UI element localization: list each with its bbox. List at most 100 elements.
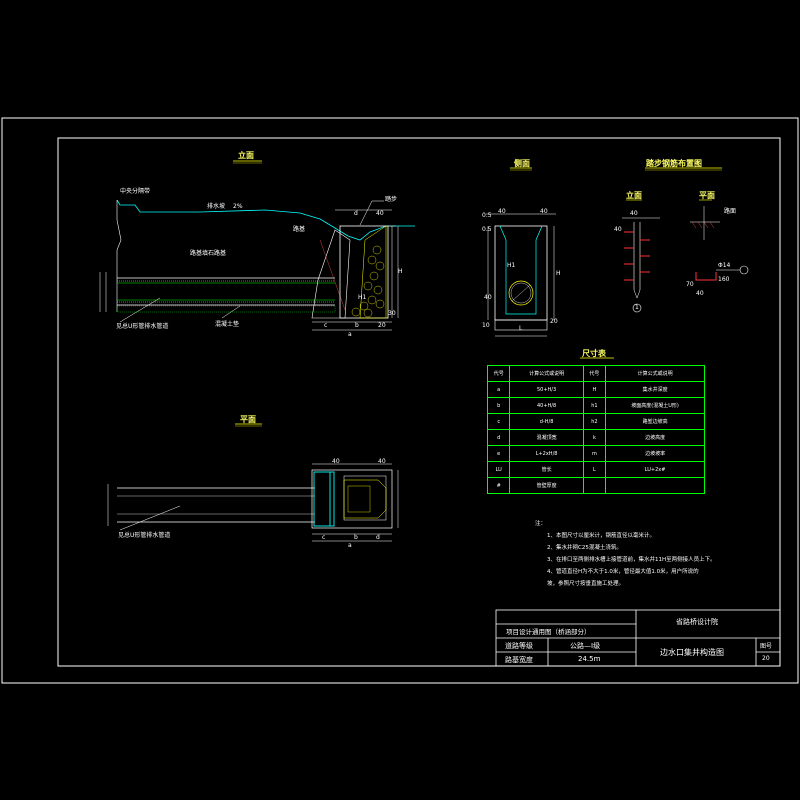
table-cell <box>582 477 607 494</box>
label-side-05b: 0.5 <box>482 226 492 233</box>
table-cell: H <box>582 381 607 398</box>
table-cell: 40+H/8 <box>509 397 584 414</box>
label-side-20: 20 <box>550 318 558 325</box>
step-rebar-detail <box>622 167 749 313</box>
table-header-cell: 计算公式或说明 <box>509 365 584 382</box>
label-plan-c: c <box>322 534 326 541</box>
table-cell: m <box>582 445 607 462</box>
label-side-05a: 0.5 <box>482 212 492 219</box>
table-row: # 管壁厚度 <box>486 477 705 494</box>
title-block-road-class-label: 道路等级 <box>505 642 533 650</box>
label-step: 踏步 <box>385 196 398 203</box>
table-cell: 边坡坡率 <box>605 445 705 462</box>
label-plan-b: b <box>354 534 358 541</box>
table-row: a 50+H/3 H 集水井深度 <box>486 381 705 398</box>
table-cell: L <box>582 461 607 478</box>
label-side-h: H <box>556 270 561 277</box>
title-block-road-class: 公路—Ⅰ级 <box>570 642 601 650</box>
table-cell: 混凝顶宽 <box>509 429 584 446</box>
table-cell: # <box>486 477 511 494</box>
inner-frame <box>57 137 781 667</box>
label-b-front: b <box>355 322 359 329</box>
table-cell: h2 <box>582 413 607 430</box>
label-d-front: d <box>354 210 358 217</box>
table-cell: 路堑边坡高 <box>605 413 705 430</box>
note-item: 4、管道直径H为不大于1.0米，管径最大值1.0米，用户所说的 <box>547 569 699 575</box>
label-center-line: 中央分隔带 <box>120 188 151 195</box>
table-header-cell: 计算公式或说明 <box>605 365 705 382</box>
label-steps-40c: 40 <box>696 290 704 297</box>
label-side-40c: 40 <box>484 294 492 301</box>
label-a-front: a <box>348 331 352 338</box>
notes-title: 注： <box>535 521 547 527</box>
label-h1-front: H1 <box>358 294 367 301</box>
table-row: e L+2xH/8 m 边坡坡率 <box>486 445 705 462</box>
label-plan-pipe: 见总U形管排水管道 <box>118 532 171 539</box>
table-header-cell: 代号 <box>486 365 511 382</box>
label-c-front: c <box>324 322 328 329</box>
table-cell: b <box>486 397 511 414</box>
table-row: c d-H/8 h2 路堑边坡高 <box>486 413 705 430</box>
label-bed: 混凝土垫 <box>215 321 240 328</box>
plan-view-title: 平面 <box>240 415 256 424</box>
table-cell: 集水井深度 <box>605 381 705 398</box>
table-cell: k <box>582 429 607 446</box>
note-item: 3、在排口至两侧排水槽上接管道前，集水井11H至两侧接人员上下。 <box>547 557 716 563</box>
label-h-front: H <box>398 268 403 275</box>
note-item: 1、本图尺寸以厘米计，钢筋直径以毫米计。 <box>547 533 656 539</box>
title-block-width-label: 路基宽度 <box>505 656 533 664</box>
label-plan-a: a <box>348 542 352 549</box>
table-cell: 管壁厚度 <box>509 477 584 494</box>
table-cell: d <box>486 429 511 446</box>
table-cell: LU <box>486 461 511 478</box>
front-view <box>99 160 415 331</box>
table-row: b 40+H/8 h1 坡面高度(混凝土U形) <box>486 397 705 414</box>
label-side-40b: 40 <box>540 208 548 215</box>
title-block-sheet-no: 20 <box>762 655 770 662</box>
label-plan-40: 40 <box>332 458 340 465</box>
table-cell: L+2xH/8 <box>509 445 584 462</box>
side-view <box>486 167 556 337</box>
title-block-frame <box>495 609 781 667</box>
label-median-fill: 路基填石路基 <box>190 250 227 257</box>
steps-front-title: 立面 <box>626 191 642 200</box>
table-cell: h1 <box>582 397 607 414</box>
note-item: 坡，参照尺寸按垂直施工处理。 <box>547 581 625 587</box>
label-steps-bar: Φ14 <box>718 262 731 269</box>
dimension-table-title: 尺寸表 <box>582 349 606 358</box>
side-view-title: 侧面 <box>514 159 530 168</box>
title-block-project: 项目设计通用图（桥涵部分） <box>506 628 591 636</box>
label-30-front: 30 <box>388 310 396 317</box>
table-cell: LU+2x# <box>605 461 705 478</box>
label-40-front: 40 <box>376 210 384 217</box>
title-block-sheet-label: 图号 <box>760 643 773 650</box>
label-side-10: 10 <box>482 322 490 329</box>
table-row: LU 管长 L LU+2x# <box>486 461 705 478</box>
table-header-row: 代号 计算公式或说明 代号 计算公式或说明 <box>486 365 705 382</box>
front-view-title: 立面 <box>238 151 254 160</box>
label-pipe: 见总U形管排水管道 <box>116 323 169 330</box>
table-cell <box>605 477 705 494</box>
label-steps-70: 70 <box>686 281 694 288</box>
label-side-40a: 40 <box>498 208 506 215</box>
title-block-width: 24.5m <box>578 655 601 663</box>
label-steps-mark: 1 <box>635 304 639 311</box>
label-slope: 排水坡 <box>207 203 226 210</box>
title-block-drawing-title: 边水口集井构造图 <box>660 648 724 657</box>
table-cell: d-H/8 <box>509 413 584 430</box>
label-side-l: L <box>519 325 523 332</box>
table-cell: 管长 <box>509 461 584 478</box>
table-cell: c <box>486 413 511 430</box>
note-item: 2、集水井砌C25混凝土浇筑。 <box>547 545 622 551</box>
label-steps-pavement: 路面 <box>724 208 737 215</box>
table-header-cell: 代号 <box>582 365 607 382</box>
table-cell: 边坡高度 <box>605 429 705 446</box>
label-plan-d: d <box>376 534 380 541</box>
table-cell: 坡面高度(混凝土U形) <box>605 397 705 414</box>
label-steps-160: 160 <box>718 276 730 283</box>
steps-plan-title: 平面 <box>699 191 715 200</box>
notes: 注： 1、本图尺寸以厘米计，钢筋直径以毫米计。 2、集水井砌C25混凝土浇筑。 … <box>535 518 716 590</box>
label-steps-40a: 40 <box>630 210 638 217</box>
table-cell: e <box>486 445 511 462</box>
